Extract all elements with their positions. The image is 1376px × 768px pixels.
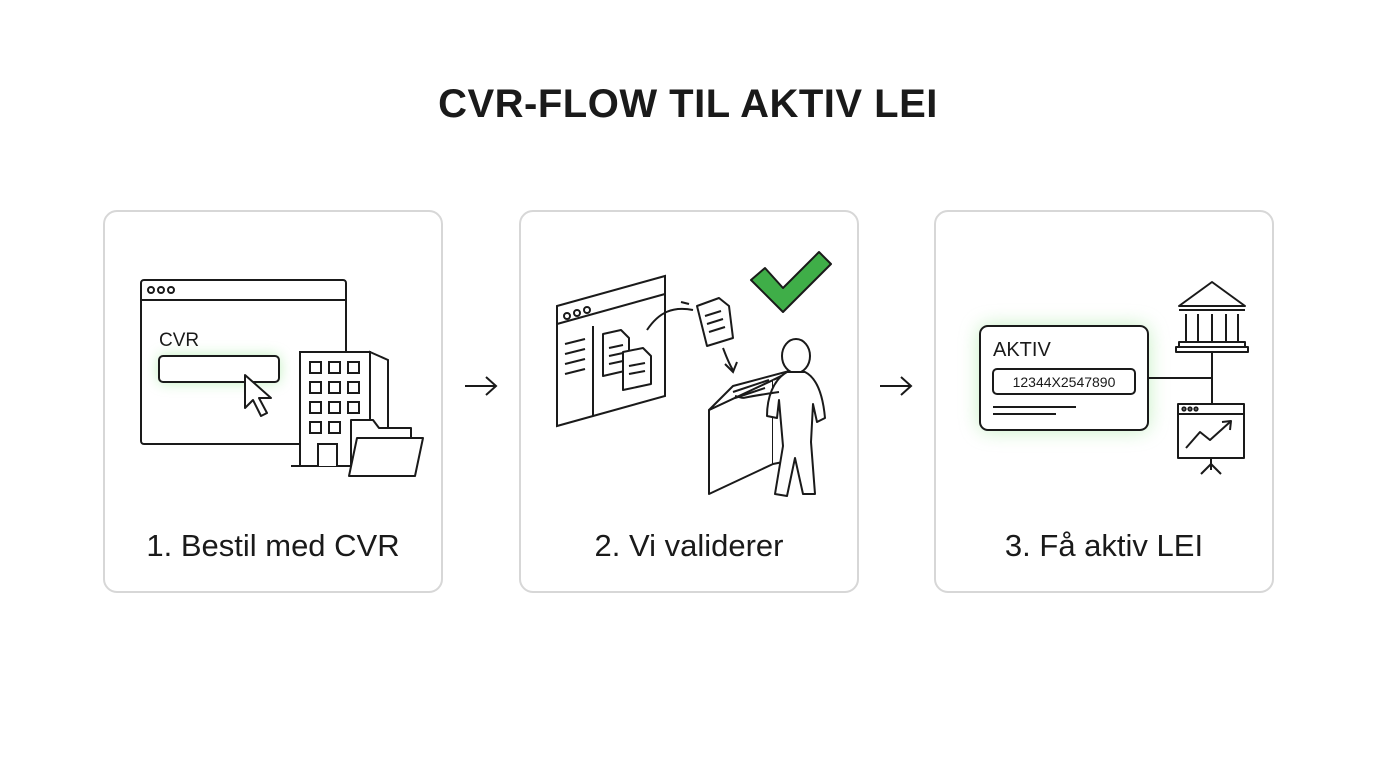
growth-chart-icon: [1177, 403, 1245, 475]
order-illustration: CVR: [140, 279, 424, 477]
active-lei-illustration: AKTIV 12344X2547890: [979, 281, 1249, 475]
arrow-right-icon: [465, 376, 498, 396]
document-icon: [602, 329, 652, 391]
step-caption: 3. Få aktiv LEI: [1004, 528, 1204, 563]
folder-icon: [348, 419, 424, 477]
cvr-field-label: CVR: [159, 330, 199, 351]
document-icon: [696, 297, 734, 347]
step-caption: 1. Bestil med CVR: [146, 528, 400, 563]
step-card-order: CVR 1. Bestil med CVR: [103, 210, 443, 593]
lei-number: 12344X2547890: [1013, 374, 1116, 390]
cvr-input-field: [158, 355, 280, 383]
person-icon: [734, 338, 826, 497]
check-mark-icon: [750, 251, 832, 313]
step-caption: 2. Vi validerer: [594, 528, 784, 563]
kiosk-terminal-icon: [708, 369, 794, 495]
arrow-right-icon: [880, 376, 913, 396]
lei-number-field: [992, 368, 1136, 395]
step-card-active-lei: AKTIV 12344X2547890: [934, 210, 1274, 593]
page-title: CVR-FLOW TIL AKTIV LEI: [438, 82, 938, 126]
bank-icon: [1175, 281, 1249, 353]
status-label: AKTIV: [993, 339, 1051, 361]
cursor-icon: [244, 374, 272, 417]
validate-illustration: [556, 251, 832, 497]
step-card-validate: 2. Vi validerer: [519, 210, 859, 593]
